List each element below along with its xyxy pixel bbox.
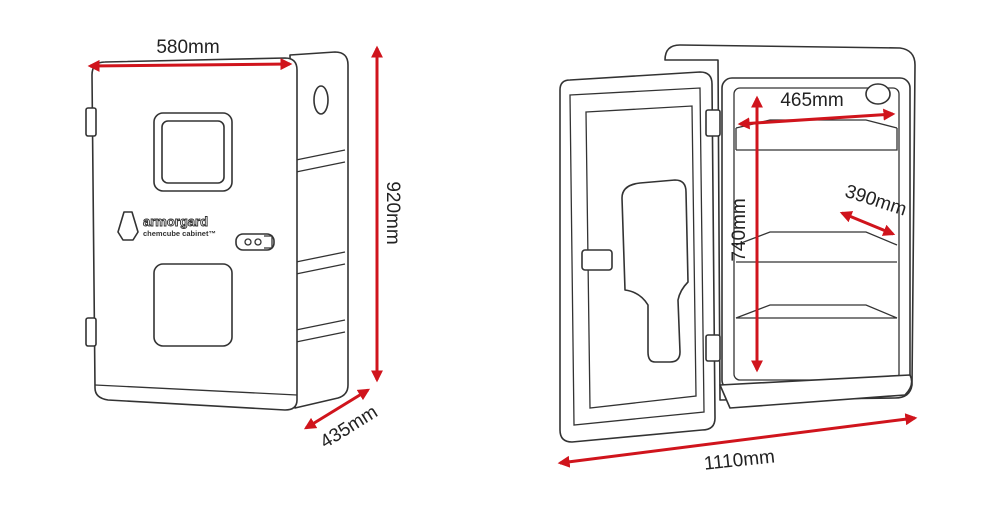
height-label: 920mm <box>382 181 403 244</box>
lock-latch <box>235 233 275 251</box>
base-lip <box>719 374 913 409</box>
side-ribs <box>295 149 346 343</box>
shelves <box>735 231 898 319</box>
depth-label: 435mm <box>317 402 382 453</box>
door-recess <box>621 179 689 363</box>
dimension-width-580: 580mm <box>87 37 293 72</box>
hinge-bottom <box>85 317 97 347</box>
door-latch <box>581 249 613 271</box>
lower-window <box>153 263 233 347</box>
brand-name: armorgard <box>143 214 208 229</box>
open-cabinet <box>559 44 916 443</box>
closed-cabinet: armorgard chemcube cabinet™ <box>85 51 349 411</box>
internal-width-label: 465mm <box>780 90 843 111</box>
width-label: 580mm <box>156 37 219 58</box>
product-name: chemcube cabinet™ <box>143 229 216 238</box>
internal-height-label: 740mm <box>729 198 750 261</box>
hinge-top <box>85 107 97 137</box>
brand-logo: armorgard chemcube cabinet™ <box>117 211 216 241</box>
open-width-label: 1110mm <box>703 446 776 474</box>
dimension-internal-width-465: 465mm <box>737 90 896 130</box>
dimension-height-920: 920mm <box>371 45 403 383</box>
dimension-internal-height-740: 740mm <box>729 95 763 373</box>
side-handle <box>313 85 329 115</box>
